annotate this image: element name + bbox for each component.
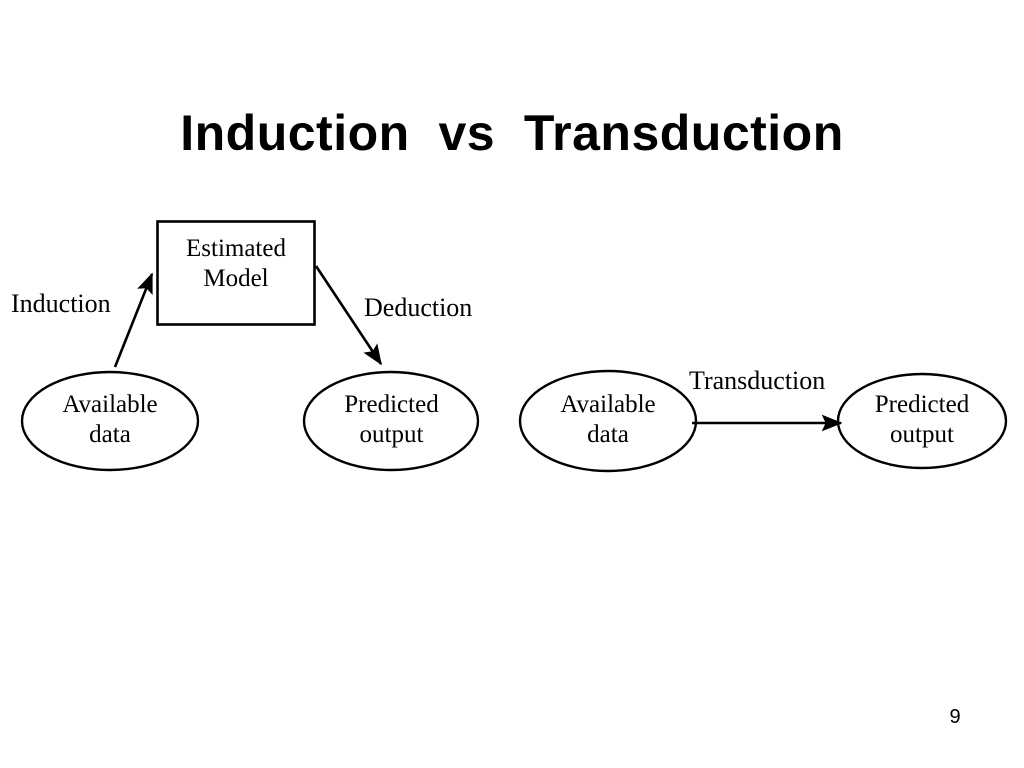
page-number: 9 bbox=[949, 706, 961, 728]
left-available-data-ellipse bbox=[20, 370, 200, 472]
estimated-model-box bbox=[156, 220, 316, 326]
page-title: Induction vs Transduction bbox=[180, 105, 844, 161]
deduction-edge-label: Deduction bbox=[364, 293, 473, 322]
estimated-model-label: Estimated Model bbox=[186, 235, 286, 292]
right-available-data-ellipse bbox=[518, 369, 698, 473]
right-available-data-label: Available data bbox=[560, 391, 656, 448]
induction-edge-label: Induction bbox=[11, 289, 111, 318]
deduction-arrow bbox=[314, 265, 383, 366]
left-available-data-label: Available data bbox=[62, 391, 158, 448]
induction-arrow bbox=[113, 272, 154, 368]
right-predicted-output-label: Predicted output bbox=[874, 391, 970, 448]
left-predicted-output-ellipse bbox=[302, 370, 480, 472]
left-predicted-output-label: Predicted output bbox=[344, 391, 439, 448]
transduction-edge-label: Transduction bbox=[689, 366, 826, 395]
